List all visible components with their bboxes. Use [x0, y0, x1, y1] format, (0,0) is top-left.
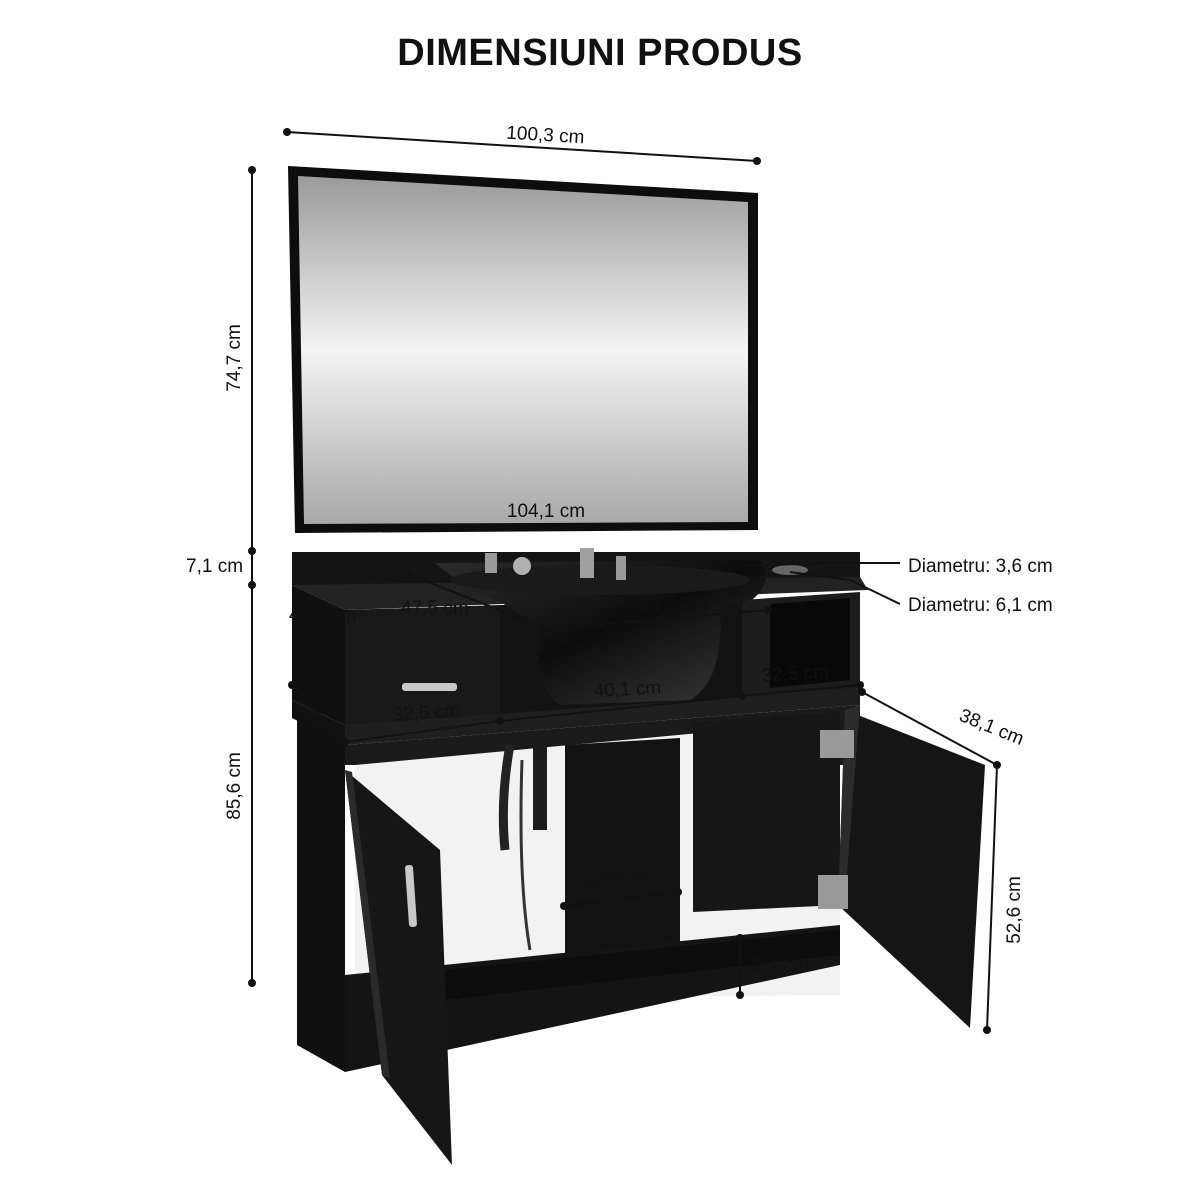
drawer-handle [402, 683, 457, 691]
faucet-knob [513, 557, 531, 575]
endpoint [248, 547, 256, 555]
endpoint [283, 128, 291, 136]
drawer-front [345, 605, 500, 725]
left-door [345, 770, 452, 1165]
endpoint [983, 1026, 991, 1034]
mirror-glass [298, 176, 748, 524]
left-door-handle [405, 864, 417, 928]
drain-hose [498, 744, 515, 851]
right-inner-panel [693, 712, 840, 912]
label-door-height: 52,6 cm [1004, 876, 1025, 944]
label-basin-depth: 47,5 cm [401, 598, 469, 619]
dim-line-left-depth [291, 684, 346, 743]
endpoint [764, 606, 772, 614]
endpoint [736, 934, 744, 942]
endpoint [858, 688, 866, 696]
endpoint [753, 157, 761, 165]
dim-line-basin-depth [409, 574, 526, 621]
cabinet-left-side [297, 712, 345, 1072]
label-right-front: 32,5 cm [761, 661, 830, 687]
endpoint [539, 625, 547, 633]
right-door [838, 710, 985, 1028]
dim-line-left-front [344, 720, 501, 743]
hinge-top [820, 730, 854, 758]
label-console-height: 7,1 cm [186, 556, 243, 577]
dim-line-door-height [986, 764, 998, 1031]
label-small-hole: Diametru: 3,6 cm [908, 556, 1053, 577]
hinge-bottom [818, 875, 848, 909]
endpoint [248, 979, 256, 987]
leader-small-hole [744, 562, 900, 567]
endpoint [406, 571, 414, 579]
label-mirror-height: 74,7 cm [224, 324, 245, 392]
center-column [565, 738, 680, 1000]
dim-line-basin-width [542, 609, 769, 630]
endpoint [560, 902, 568, 910]
label-cabinet-height: 85,6 cm [224, 752, 245, 820]
endpoint [674, 888, 682, 896]
dim-line-basin-bottom [499, 695, 743, 722]
leader-large-hole [789, 571, 901, 605]
dim-line-right-front [741, 684, 861, 697]
label-plinth-height: 9,4 cm [752, 956, 809, 977]
console-left-side [292, 585, 345, 725]
endpoint [521, 616, 529, 624]
label-console-width: 104,1 cm [507, 501, 585, 522]
plinth-shadow [445, 930, 840, 1000]
endpoint [248, 581, 256, 589]
lower-cabinet [297, 705, 985, 1165]
endpoint [288, 681, 296, 689]
dimension-endpoints [248, 128, 1001, 1034]
open-shelf-inner [770, 598, 850, 688]
label-door-width: 38,1 cm [956, 705, 1027, 750]
dim-line-column-width [563, 891, 679, 907]
faucet-left [485, 553, 497, 573]
counter-left-edge [292, 700, 345, 745]
label-mirror-width: 100,3 cm [506, 123, 585, 149]
endpoint [856, 681, 864, 689]
soap-dispenser [616, 556, 626, 580]
mirror [288, 166, 758, 533]
label-left-front: 32,5 cm [392, 700, 461, 726]
endpoint [993, 761, 1001, 769]
label-basin-bottom: 40,1 cm [593, 677, 662, 702]
endpoint [341, 738, 349, 746]
counter-front-edge [345, 688, 860, 745]
dimension-lines [251, 131, 998, 1031]
label-basin-width: 48,3 cm [640, 596, 708, 617]
dim-line-door-width [861, 691, 998, 766]
page-title: DIMENSIUNI PRODUS [397, 32, 803, 74]
endpoint [738, 692, 746, 700]
faucet-center [580, 548, 594, 578]
water-hose [519, 759, 532, 951]
label-left-depth: 47,5 cm [289, 605, 357, 626]
label-large-hole: Diametru: 6,1 cm [908, 595, 1053, 616]
dim-line-mirror-width [286, 131, 758, 162]
basin [435, 548, 766, 705]
endpoint [496, 717, 504, 725]
basin-bowl [435, 560, 766, 705]
left-door-edge [345, 770, 390, 1078]
label-column-width: 24,9 cm [584, 867, 653, 892]
endpoint [248, 166, 256, 174]
endpoint [736, 991, 744, 999]
